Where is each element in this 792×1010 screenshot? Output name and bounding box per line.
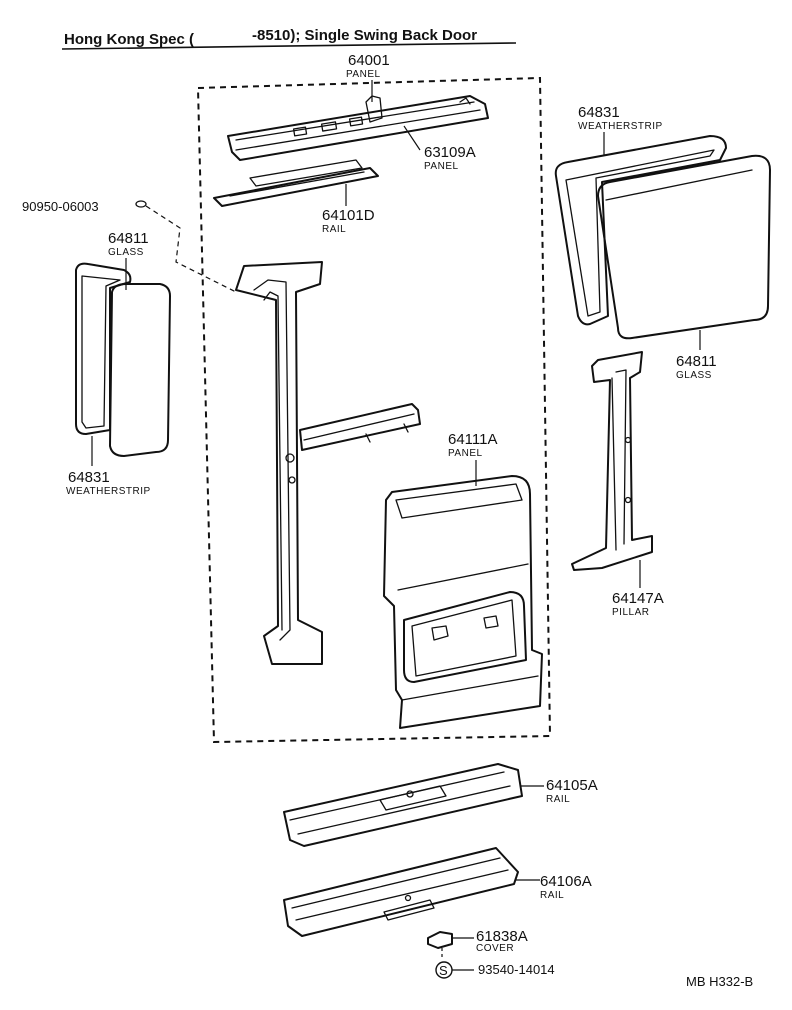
part-61838A-drawing	[427, 931, 453, 949]
center-pillar-drawing	[235, 261, 421, 665]
part-64001-name: PANEL	[346, 69, 381, 80]
part-64831-right-name: WEATHERSTRIP	[578, 121, 663, 132]
part-64147A-drawing	[571, 351, 653, 571]
part-64831-left-weatherstrip	[75, 262, 132, 435]
header-title-left: Hong Kong Spec (	[64, 31, 194, 48]
part-64831-left-number: 64831	[68, 469, 110, 486]
part-64811-right-number: 64811	[676, 353, 717, 370]
part-93540-14014-number: 93540-14014	[478, 962, 555, 977]
part-63109A-drawing	[227, 95, 489, 161]
part-64831-left-name: WEATHERSTRIP	[66, 486, 151, 497]
part-64101D-number: 64101D	[322, 207, 375, 224]
part-63109A-name: PANEL	[424, 161, 459, 172]
part-90950-06003-leader	[145, 205, 237, 293]
screw-symbol: S	[439, 963, 448, 978]
part-64106A-number: 64106A	[540, 873, 592, 890]
part-61838A-number: 61838A	[476, 928, 528, 945]
part-64147A-name: PILLAR	[612, 607, 649, 618]
part-64001-number: 64001	[348, 52, 390, 69]
part-64831-right-weatherstrip	[554, 135, 727, 326]
part-64105A-drawing	[283, 763, 523, 847]
part-64811-left-number: 64811	[108, 230, 149, 247]
part-64106A-name: RAIL	[540, 890, 564, 901]
header-underline	[61, 42, 517, 50]
part-90950-06003-number: 90950-06003	[22, 199, 99, 214]
part-61838A-name: COVER	[476, 943, 514, 954]
header-title-right: -8510); Single Swing Back Door	[252, 27, 477, 44]
part-64101D-drawing	[213, 159, 379, 207]
diagram-reference: MB H332-B	[686, 974, 753, 989]
part-64111A-drawing	[383, 475, 543, 729]
part-64811-right-glass	[597, 154, 771, 340]
clip-icon	[135, 200, 147, 208]
assembly-boundary	[196, 76, 552, 744]
part-64106A-drawing	[283, 847, 519, 937]
part-64105A-name: RAIL	[546, 794, 570, 805]
part-64101D-name: RAIL	[322, 224, 346, 235]
part-64811-right-name: GLASS	[676, 370, 712, 381]
part-64111A-number: 64111A	[448, 431, 498, 448]
part-63109A-number: 63109A	[424, 144, 476, 161]
part-64811-left-name: GLASS	[108, 247, 144, 258]
part-64111A-name: PANEL	[448, 448, 483, 459]
part-64147A-number: 64147A	[612, 590, 664, 607]
part-64811-left-glass	[109, 283, 171, 457]
part-64105A-number: 64105A	[546, 777, 598, 794]
part-63109A-leader	[403, 125, 421, 151]
part-64831-right-number: 64831	[578, 104, 620, 121]
